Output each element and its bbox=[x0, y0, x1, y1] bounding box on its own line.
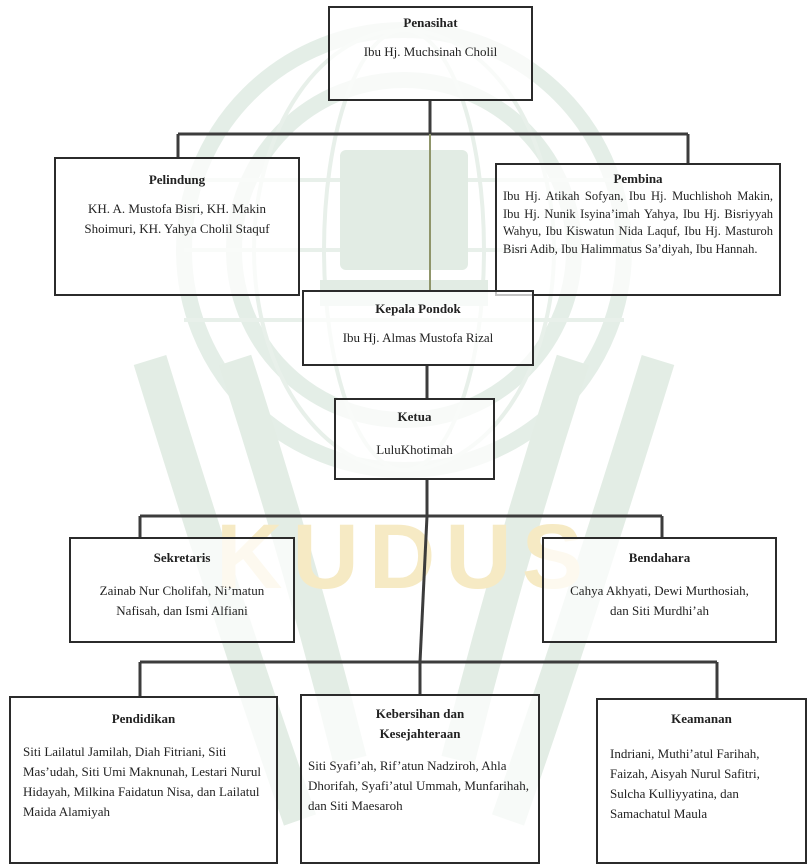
kepala-pondok-box: Kepala Pondok Ibu Hj. Almas Mustofa Riza… bbox=[302, 290, 534, 366]
bendahara-title: Bendahara bbox=[628, 550, 691, 565]
kepala-pondok-title: Kepala Pondok bbox=[375, 301, 461, 316]
kepala-pondok-members: Ibu Hj. Almas Mustofa Rizal bbox=[342, 330, 494, 345]
sekretaris-title: Sekretaris bbox=[153, 550, 211, 565]
pendidikan-title: Pendidikan bbox=[111, 711, 176, 726]
penasihat-title: Penasihat bbox=[403, 15, 458, 30]
bendahara-members: Cahya Akhyati, Dewi Murthosiah, dan Siti… bbox=[570, 583, 749, 618]
keamanan-members: Indriani, Muthi’atul Farihah, Faizah, Ai… bbox=[610, 746, 760, 821]
penasihat-box: Penasihat Ibu Hj. Muchsinah Cholil bbox=[328, 6, 533, 101]
keamanan-title: Keamanan bbox=[671, 711, 732, 726]
penasihat-members: Ibu Hj. Muchsinah Cholil bbox=[363, 44, 498, 59]
pelindung-members: KH. A. Mustofa Bisri, KH. Makin Shoimuri… bbox=[84, 201, 270, 236]
kebersihan-box: Kebersihan dan Kesejahteraan Siti Syafi’… bbox=[300, 694, 540, 864]
pembina-box: Pembina Ibu Hj. Atikah Sofyan, Ibu Hj. M… bbox=[495, 163, 781, 296]
pendidikan-box: Pendidikan Siti Lailatul Jamilah, Diah F… bbox=[9, 696, 278, 864]
ketua-title: Ketua bbox=[397, 409, 432, 424]
pendidikan-members: Siti Lailatul Jamilah, Diah Fitriani, Si… bbox=[23, 744, 261, 819]
pembina-members: Ibu Hj. Atikah Sofyan, Ibu Hj. Muchlisho… bbox=[503, 189, 773, 256]
ketua-box: Ketua LuluKhotimah bbox=[334, 398, 495, 480]
ketua-members: LuluKhotimah bbox=[376, 442, 453, 457]
pelindung-box: Pelindung KH. A. Mustofa Bisri, KH. Maki… bbox=[54, 157, 300, 296]
sekretaris-box: Sekretaris Zainab Nur Cholifah, Ni’matun… bbox=[69, 537, 295, 643]
pelindung-title: Pelindung bbox=[148, 172, 206, 187]
bendahara-box: Bendahara Cahya Akhyati, Dewi Murthosiah… bbox=[542, 537, 777, 643]
kebersihan-members: Siti Syafi’ah, Rif’atun Nadziroh, Ahla D… bbox=[308, 758, 529, 813]
sekretaris-members: Zainab Nur Cholifah, Ni’matun Nafisah, d… bbox=[99, 583, 265, 618]
kebersihan-title: Kebersihan dan Kesejahteraan bbox=[375, 706, 465, 741]
pembina-title: Pembina bbox=[613, 171, 663, 186]
keamanan-box: Keamanan Indriani, Muthi’atul Farihah, F… bbox=[596, 698, 807, 864]
